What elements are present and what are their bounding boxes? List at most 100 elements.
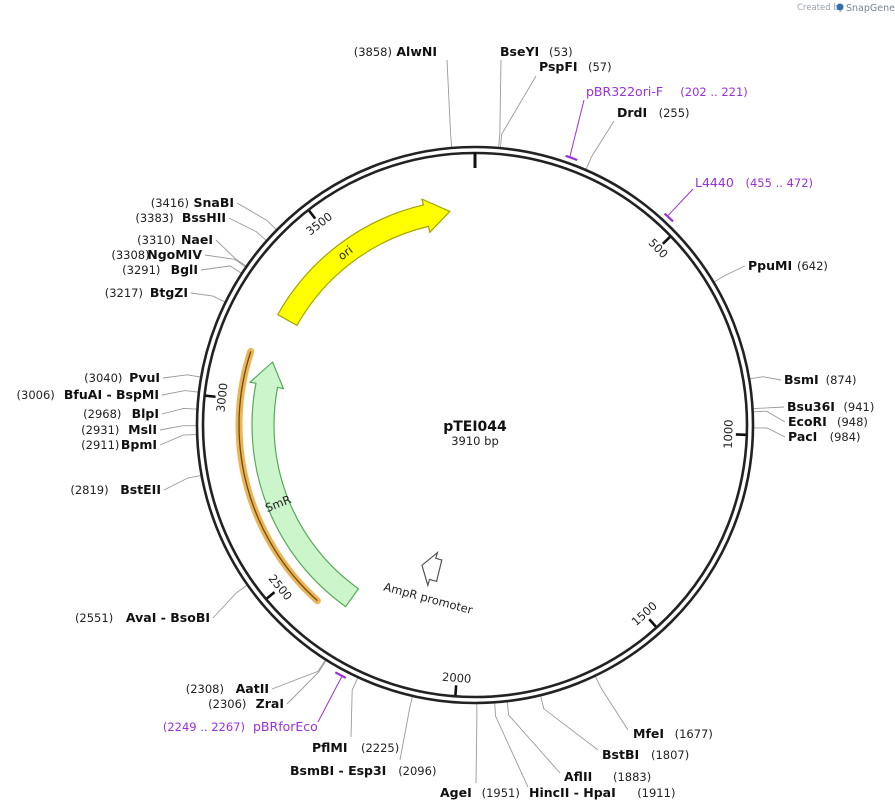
scale-tick-3500 — [308, 209, 317, 220]
primer-l4440[interactable]: L4440 (455 .. 472) — [663, 175, 814, 223]
site-snabi-position: (3416) — [151, 196, 189, 210]
primer-pbrforeco-name: pBRforEco — [253, 719, 318, 734]
plasmid-name: pTEI044 — [443, 419, 507, 435]
highlight-arc-line — [238, 351, 318, 602]
site-avai-bsobi-name: AvaI - BsoBI — [126, 610, 210, 625]
site-bseyi[interactable]: BseYI(53) — [500, 44, 573, 59]
site-aflii[interactable]: AflII(1883) — [564, 769, 651, 784]
site-msli[interactable]: MslI(2931) — [81, 422, 157, 437]
site-agei-position: (1951) — [482, 786, 520, 800]
primer-l4440-leader — [667, 188, 694, 216]
site-ngomiv-leader — [204, 254, 246, 268]
site-ecori-leader — [753, 410, 786, 423]
site-pvui-leader — [162, 374, 201, 379]
site-mfei-name: MfeI — [633, 726, 664, 741]
plasmid-title: pTEI044 3910 bp — [443, 419, 507, 448]
site-bsshii-name: BssHII — [182, 210, 226, 225]
site-btgzi-name: BtgZI — [150, 285, 188, 300]
primer-pbr322ori-f[interactable]: pBR322ori-F(202 .. 221) — [565, 84, 748, 162]
site-avai-bsobi-position: (2551) — [75, 611, 113, 625]
site-pvui[interactable]: PvuI(3040) — [84, 370, 160, 385]
site-bsmi-leader — [750, 376, 782, 381]
site-bgli[interactable]: BglI (3291) — [122, 262, 198, 277]
site-bstbi-leader — [540, 695, 599, 751]
site-bpmi-name: BpmI — [121, 437, 157, 452]
site-drdi-name: DrdI — [617, 105, 647, 120]
site-ngomiv[interactable]: NgoMIV(3308) — [111, 247, 202, 262]
site-bpmi[interactable]: BpmI(2911) — [81, 437, 157, 452]
plasmid-backbone — [195, 145, 755, 705]
site-ppumi-leader — [714, 265, 746, 283]
site-btgzi-position: (3217) — [105, 286, 143, 300]
highlight-arc — [235, 347, 321, 605]
site-bsmi[interactable]: BsmI(874) — [784, 372, 857, 387]
primer-pbrforeco-leader — [317, 676, 343, 723]
site-bsmbi-esp3i[interactable]: BsmBI - Esp3I(2096) — [290, 763, 436, 778]
site-bsteii[interactable]: BstEII(2819) — [70, 482, 161, 497]
site-aflii-leader — [506, 702, 561, 774]
site-paci-name: PacI — [788, 429, 817, 444]
site-pspfi-leader — [500, 75, 537, 148]
scale-tick-500 — [661, 235, 671, 245]
scale-tick-3000 — [205, 394, 216, 399]
site-leader-lines — [159, 59, 786, 788]
feature-smr-arrow[interactable] — [248, 361, 360, 608]
site-ecori[interactable]: EcoRI(948) — [788, 414, 868, 429]
site-avai-bsobi-leader — [212, 585, 248, 619]
site-bseyi-leader — [498, 59, 502, 148]
snapgene-credit: Created by SnapGene — [797, 3, 895, 14]
feature-ampr-promoter-arrow[interactable] — [421, 550, 443, 588]
primer-pbrforeco[interactable]: pBRforEco (2249 .. 2267) — [163, 671, 347, 734]
plasmid-length: 3910 bp — [451, 434, 499, 448]
site-blpi[interactable]: BlpI(2968) — [83, 406, 159, 421]
site-bfuai-bspmi-leader — [161, 390, 198, 396]
site-agei[interactable]: AgeI (1951) — [440, 785, 520, 800]
site-agei-name: AgeI — [440, 785, 472, 800]
site-alwni-leader — [446, 59, 453, 148]
site-agei-leader — [475, 703, 478, 784]
site-ppumi[interactable]: PpuMI(642) — [748, 258, 828, 273]
credit-created-by: Created by — [797, 3, 844, 13]
primer-l4440-name: L4440 — [695, 175, 734, 190]
site-pvui-position: (3040) — [84, 371, 122, 385]
site-ppumi-position: (642) — [797, 259, 828, 273]
site-alwni-position: (3858) — [354, 45, 392, 59]
site-aatii-leader — [271, 660, 326, 690]
site-paci[interactable]: PacI(984) — [788, 429, 861, 444]
site-avai-bsobi[interactable]: AvaI - BsoBI (2551) — [75, 610, 210, 625]
feature-ori-arrow[interactable] — [276, 198, 451, 327]
site-pflmi[interactable]: PflMI(2225) — [312, 740, 399, 755]
site-naei-position: (3310) — [137, 233, 175, 247]
site-bsmbi-esp3i-leader — [399, 696, 413, 761]
site-mfei-position: (1677) — [675, 727, 713, 741]
site-bgli-position: (3291) — [122, 263, 160, 277]
primer-pbrforeco-range: (2249 .. 2267) — [163, 720, 245, 734]
site-alwni[interactable]: AlwNI(3858) — [354, 44, 437, 59]
primer-l4440-range: (455 .. 472) — [746, 176, 814, 190]
site-bgli-name: BglI — [171, 262, 198, 277]
scale-tick-label-3500: 3500 — [303, 209, 335, 238]
site-bstbi[interactable]: BstBI(1807) — [602, 747, 689, 762]
site-aatii-name: AatII — [236, 681, 269, 696]
site-drdi[interactable]: DrdI(255) — [617, 105, 690, 120]
site-btgzi[interactable]: BtgZI (3217) — [105, 285, 188, 300]
site-bsmi-name: BsmI — [784, 372, 819, 387]
site-pspfi[interactable]: PspFI(57) — [539, 59, 612, 74]
site-bsshii[interactable]: BssHII(3383) — [135, 210, 226, 225]
site-mfei[interactable]: MfeI (1677) — [633, 726, 713, 741]
site-zrai[interactable]: ZraI(2306) — [208, 696, 284, 711]
site-bsmbi-esp3i-name: BsmBI - Esp3I — [290, 763, 386, 778]
site-bsu36i[interactable]: Bsu36I(941) — [787, 399, 874, 414]
site-pflmi-position: (2225) — [361, 741, 399, 755]
site-bsu36i-position: (941) — [843, 400, 874, 414]
site-pspfi-name: PspFI — [539, 59, 578, 74]
site-naei[interactable]: NaeI(3310) — [137, 232, 213, 247]
site-hincii-hpai[interactable]: HincII - HpaI(1911) — [529, 785, 675, 800]
site-bfuai-bspmi[interactable]: BfuAI - BspMI(3006) — [17, 387, 159, 402]
site-snabi[interactable]: SnaBI(3416) — [151, 195, 234, 210]
site-aatii[interactable]: AatII(2308) — [186, 681, 269, 696]
site-bpmi-leader — [159, 434, 197, 446]
site-hincii-hpai-position: (1911) — [637, 786, 675, 800]
site-snabi-leader — [236, 202, 277, 230]
